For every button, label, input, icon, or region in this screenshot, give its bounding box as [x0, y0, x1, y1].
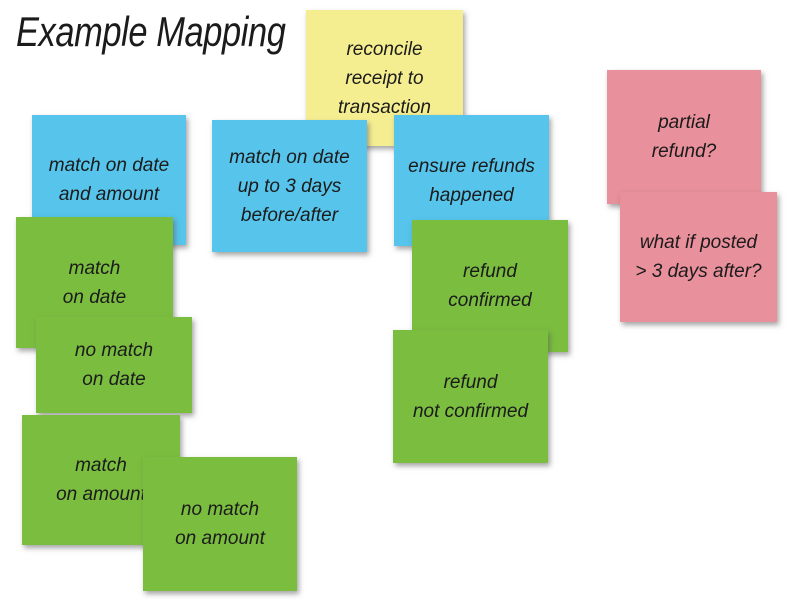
note-text: match on date — [62, 257, 127, 308]
sticky-note-partial-refund: partial refund? — [607, 70, 761, 204]
note-text: ensure refunds happened — [408, 155, 535, 206]
note-text: match on amount — [56, 455, 146, 505]
note-text: match on date up to 3 days before/after — [229, 146, 350, 226]
note-text: reconcile receipt to transaction — [338, 38, 431, 118]
note-text: refund not confirmed — [412, 371, 529, 422]
slide-title: Example Mapping — [16, 8, 286, 55]
sticky-note-match-on-date-up-to-3-days: match on date up to 3 days before/after — [212, 120, 367, 252]
note-text: what if posted > 3 days after? — [635, 232, 762, 282]
note-text: match on date and amount — [48, 155, 170, 205]
sticky-note-refund-not-confirmed: refund not confirmed — [393, 330, 548, 463]
sticky-note-what-if-posted-3-days-after: what if posted > 3 days after? — [620, 192, 777, 322]
note-text: refund confirmed — [448, 261, 532, 311]
note-text: no match on amount — [175, 499, 265, 549]
note-text: no match on date — [74, 340, 154, 390]
note-text: partial refund? — [651, 112, 717, 162]
sticky-note-no-match-on-amount: no match on amount — [143, 457, 297, 591]
sticky-note-no-match-on-date: no match on date — [36, 317, 192, 413]
